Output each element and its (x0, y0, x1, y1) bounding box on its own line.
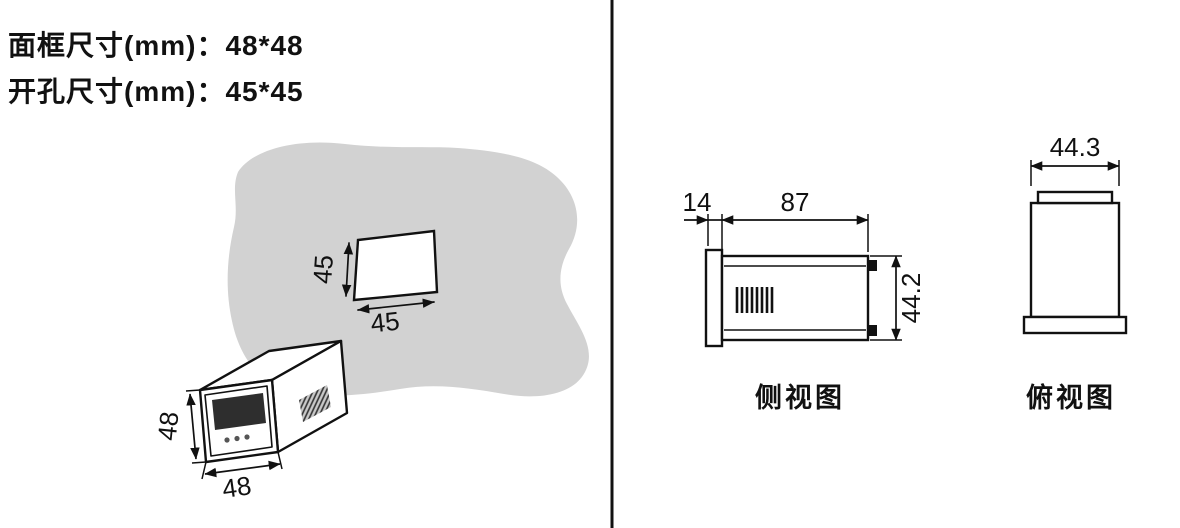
top-cap (1036, 190, 1114, 205)
side-view-drawing: 14 87 (683, 187, 926, 348)
cutout-size-label: 开孔尺寸(mm)：45*45 (8, 76, 304, 107)
meter-front-bezel (204, 385, 273, 457)
cutout-height-dim-line (341, 242, 354, 297)
top-base-flange (1022, 315, 1128, 335)
meter-3d-drawing: 48 48 (152, 339, 349, 504)
meter-width-dim-text: 48 (220, 470, 253, 504)
cutout-height-dim-text: 45 (307, 254, 339, 285)
meter-vent-hatch (299, 385, 331, 422)
cutout-width-dim-line (357, 298, 435, 314)
side-mount-clip (868, 325, 877, 336)
meter-width-ext-line (277, 451, 283, 470)
meter-width-dim-line (204, 460, 281, 478)
meter-height-dim-text: 48 (152, 410, 185, 442)
side-body (720, 254, 870, 342)
meter-indicator-dot (244, 434, 250, 440)
meter-display (212, 393, 266, 430)
side-view-title: 侧视图 (755, 383, 845, 413)
meter-height-ext-line (185, 389, 201, 392)
cutout-width-dim-text: 45 (369, 306, 401, 339)
side-height-dim-text: 44.2 (896, 273, 926, 324)
frame-size-label: 面框尺寸(mm)：48*48 (8, 30, 304, 61)
top-body (1029, 201, 1121, 319)
side-vent-grille (735, 287, 774, 313)
cutout-hole (352, 229, 439, 302)
side-flange-dim-text: 14 (683, 187, 712, 217)
side-body-dim-text: 87 (781, 187, 810, 217)
side-flange (704, 248, 724, 348)
meter-indicator-dot (224, 437, 230, 443)
meter-width-ext-line (201, 461, 207, 480)
meter-height-dim-line (186, 393, 200, 460)
meter-indicator-dot (234, 435, 240, 442)
top-width-dim-text: 44.3 (1050, 132, 1101, 162)
side-mount-clip (868, 260, 877, 271)
meter-height-ext-line (191, 461, 207, 464)
top-view-drawing: 44.3 (1022, 132, 1128, 335)
panel-cutout-drawing: 45 45 (227, 142, 589, 397)
top-view-title: 俯视图 (1026, 383, 1116, 413)
